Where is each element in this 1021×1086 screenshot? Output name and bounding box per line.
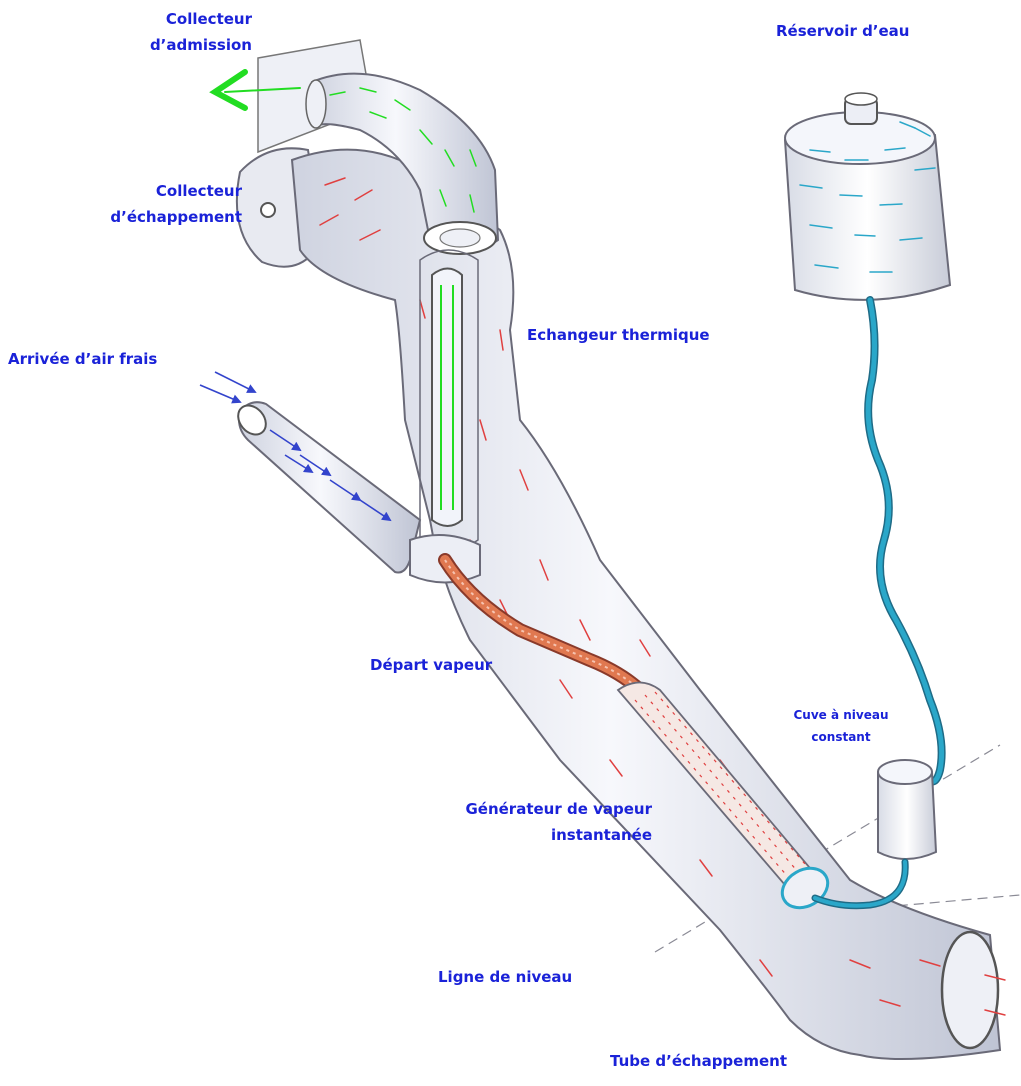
constant-level-tank	[878, 760, 936, 859]
label-intake-manifold: Collecteur d’admission	[102, 6, 252, 58]
label-fresh-air-inlet: Arrivée d’air frais	[8, 346, 157, 372]
label-exhaust-manifold: Collecteur d’échappement	[64, 178, 242, 230]
label-steam-generator: Générateur de vapeur instantanée	[420, 796, 652, 848]
label-constant-level-tank: Cuve à niveau constant	[778, 704, 904, 748]
label-steam-outlet: Départ vapeur	[370, 652, 492, 678]
label-level-line: Ligne de niveau	[438, 964, 572, 990]
label-exhaust-pipe: Tube d’échappement	[610, 1048, 787, 1074]
water-tank	[785, 93, 950, 300]
label-heat-exchanger: Echangeur thermique	[527, 322, 710, 348]
label-water-tank: Réservoir d’eau	[776, 18, 909, 44]
fresh-air-inlet-pipe	[233, 400, 420, 572]
